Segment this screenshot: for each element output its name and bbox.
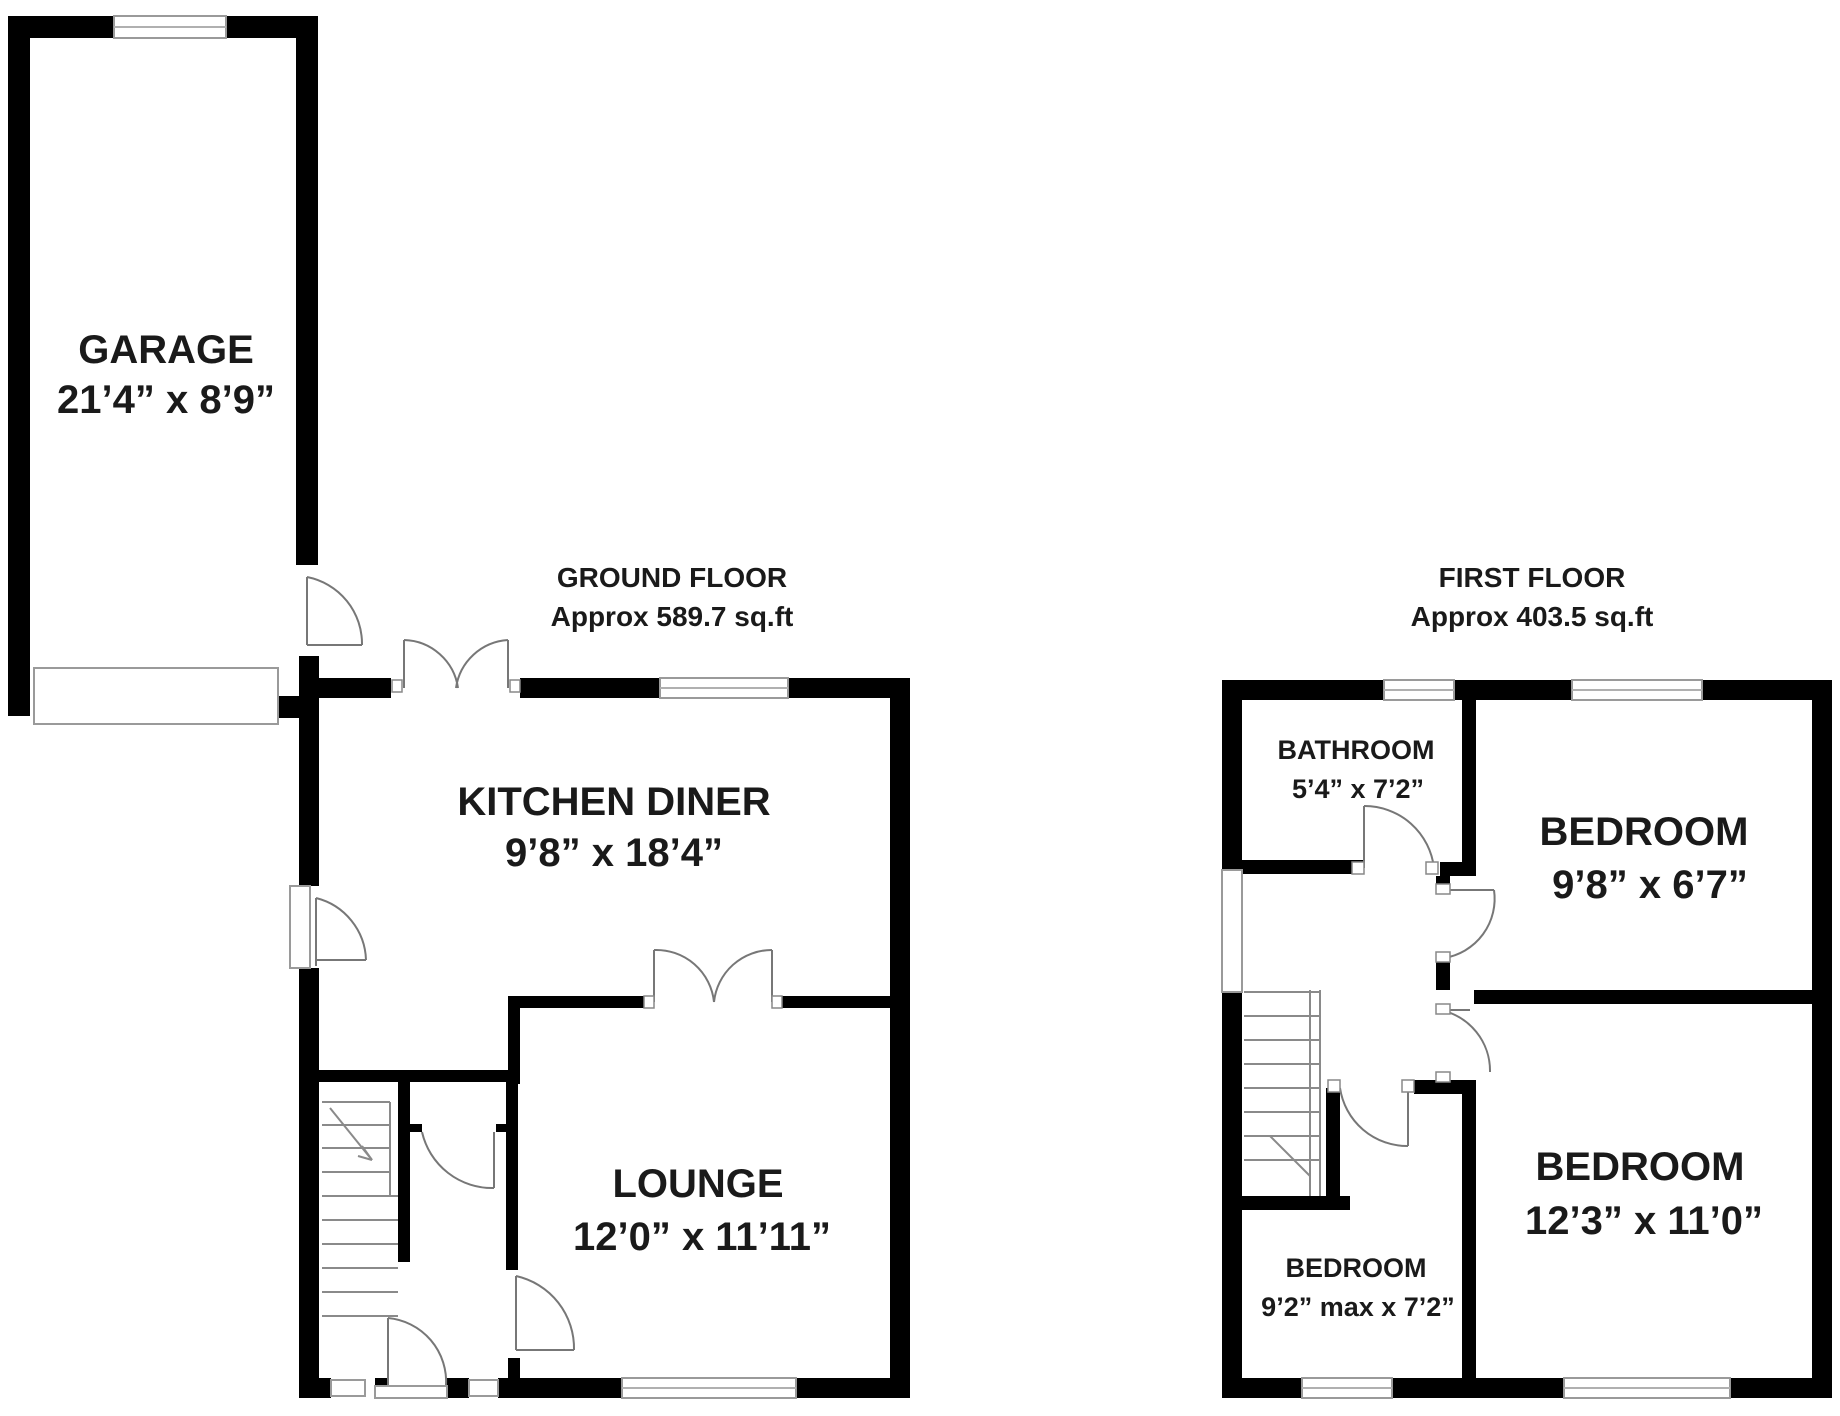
bedroom-top-size: 9’8” x 6’7” bbox=[1552, 863, 1748, 907]
bedroom-small-size: 9’2” max x 7’2” bbox=[1261, 1292, 1455, 1322]
lounge-size: 12’0” x 11’11” bbox=[573, 1215, 831, 1259]
bedroom-top-name: BEDROOM bbox=[1540, 810, 1749, 854]
ground-floor bbox=[289, 639, 910, 1399]
kitchen-window-icon bbox=[659, 677, 789, 699]
garage-size: 21’4” x 8’9” bbox=[57, 378, 275, 422]
first-floor-area: Approx 403.5 sq.ft bbox=[1411, 601, 1654, 632]
first-floor bbox=[1221, 679, 1832, 1399]
bedroom-small-door-icon bbox=[1327, 1079, 1415, 1148]
ground-stairs-icon bbox=[322, 1101, 398, 1317]
bedroom-top-window-icon bbox=[1571, 679, 1703, 701]
bedroom-small-window-icon bbox=[1301, 1377, 1393, 1399]
first-floor-stairs-icon bbox=[1244, 990, 1321, 1196]
first-floor-title: FIRST FLOOR bbox=[1439, 562, 1626, 593]
garage-door-icon bbox=[33, 667, 279, 725]
bedroom-large-size: 12’3” x 11’0” bbox=[1525, 1199, 1763, 1243]
bathroom-door-icon bbox=[1351, 804, 1439, 875]
garage bbox=[8, 15, 364, 725]
bedroom-small-name: BEDROOM bbox=[1286, 1253, 1427, 1283]
garage-window-icon bbox=[113, 15, 227, 39]
kitchen-french-doors-icon bbox=[391, 639, 521, 693]
lounge-window-icon bbox=[621, 1377, 797, 1399]
kitchen-name: KITCHEN DINER bbox=[457, 780, 770, 824]
lounge-hall-door-icon bbox=[515, 1275, 576, 1351]
bedroom-large-name: BEDROOM bbox=[1536, 1145, 1745, 1189]
kitchen-side-window-icon bbox=[289, 885, 311, 969]
garage-side-door-icon bbox=[306, 576, 364, 646]
bedroom-large-door-icon bbox=[1435, 1003, 1492, 1083]
kitchen-size: 9’8” x 18’4” bbox=[505, 831, 723, 875]
bathroom-name: BATHROOM bbox=[1278, 735, 1435, 765]
bedroom-large-window-icon bbox=[1563, 1377, 1731, 1399]
cupboard-door-icon bbox=[421, 1131, 495, 1190]
bathroom-window-icon bbox=[1383, 679, 1455, 701]
lounge-french-doors-icon bbox=[643, 948, 783, 1009]
bedroom-top-door-icon bbox=[1435, 883, 1496, 963]
ground-floor-area: Approx 589.7 sq.ft bbox=[551, 601, 794, 632]
kitchen-side-door-icon bbox=[315, 897, 367, 966]
ground-floor-title: GROUND FLOOR bbox=[557, 562, 787, 593]
garage-name: GARAGE bbox=[78, 328, 254, 372]
lounge-name: LOUNGE bbox=[612, 1162, 783, 1206]
landing-window-icon bbox=[1221, 869, 1243, 993]
front-door-icon bbox=[374, 1317, 448, 1399]
hall-window-icon bbox=[330, 1379, 499, 1397]
bathroom-size: 5’4” x 7’2” bbox=[1292, 774, 1424, 804]
